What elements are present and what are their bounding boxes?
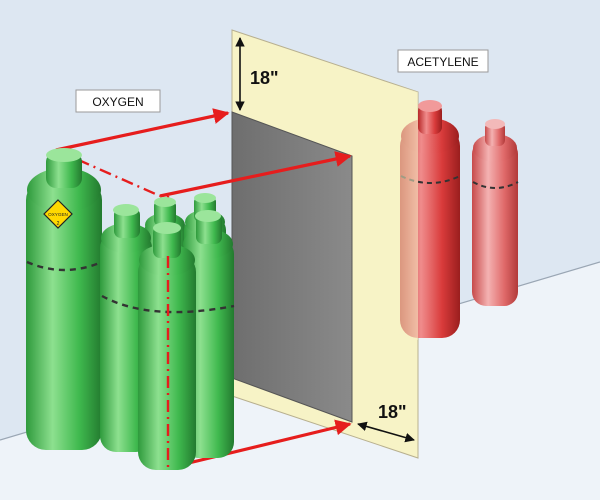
hazard-diamond-class: 2 <box>57 221 60 227</box>
oxygen-label-box: OXYGEN <box>75 89 161 113</box>
arrow-bottom-front <box>167 419 352 470</box>
oxygen-cylinder-group: OXYGEN 2 <box>26 148 235 470</box>
oxygen-chain <box>101 294 235 314</box>
side-dimension-arrow <box>357 421 415 443</box>
top-distance-label: 18" <box>250 68 279 88</box>
acetylene-cylinder-far <box>472 119 519 306</box>
acetylene-label: ACETYLENE <box>407 55 478 69</box>
barrier-overlay <box>380 80 418 340</box>
oxygen-hazard-diamond: OXYGEN 2 <box>43 199 73 229</box>
arrow-top-back <box>55 108 230 152</box>
acetylene-label-box: ACETYLENE <box>397 49 489 73</box>
side-distance-label: 18" <box>378 402 407 422</box>
oxygen-label: OXYGEN <box>92 95 143 109</box>
arrow-top-front <box>159 151 352 198</box>
oxygen-cylinder-large <box>26 148 103 450</box>
hazard-diamond-text: OXYGEN <box>48 212 68 217</box>
dimension-arrows <box>235 37 415 443</box>
